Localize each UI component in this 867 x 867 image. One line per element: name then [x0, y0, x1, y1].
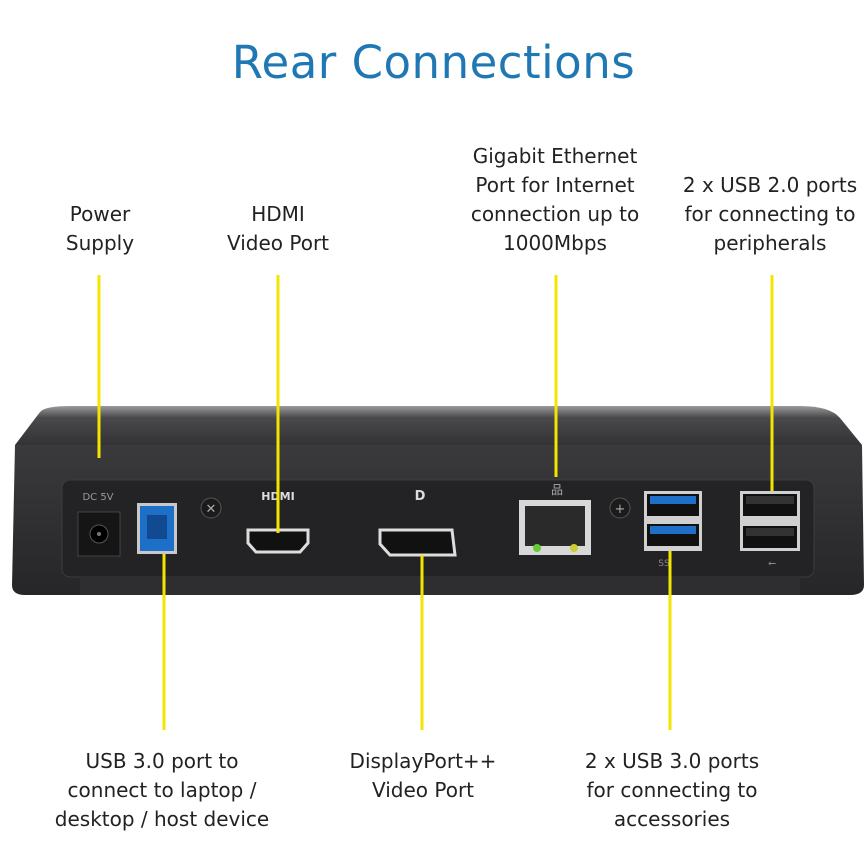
power-jack[interactable]	[77, 511, 121, 557]
label-usb3-accessories: 2 x USB 3.0 ports for connecting to acce…	[585, 747, 759, 834]
label-line: Gigabit Ethernet	[472, 144, 638, 168]
label-line: DisplayPort++	[349, 749, 497, 773]
page-title: Rear Connections	[231, 36, 636, 89]
dc-marking: DC 5V	[82, 492, 113, 503]
usb2-ports[interactable]	[740, 491, 800, 551]
label-line: USB 3.0 port to	[85, 749, 239, 773]
label-hdmi: HDMI Video Port	[227, 200, 329, 258]
label-usb2: 2 x USB 2.0 ports for connecting to peri…	[683, 171, 857, 258]
label-displayport: DisplayPort++ Video Port	[350, 747, 497, 805]
label-power-supply: Power Supply	[66, 200, 134, 258]
network-icon: 品	[551, 483, 563, 497]
displayport-port[interactable]	[378, 528, 457, 557]
label-line: for connecting to	[586, 778, 758, 802]
label-line: accessories	[613, 807, 731, 831]
displayport-icon: D	[415, 489, 426, 504]
label-line: 2 x USB 2.0 ports	[682, 173, 858, 197]
label-line: for connecting to	[684, 202, 856, 226]
usb-icon: ⭠	[768, 558, 776, 569]
hdmi-port[interactable]	[246, 528, 310, 554]
screw-icon: +	[609, 497, 631, 519]
label-line: 1000Mbps	[503, 231, 607, 255]
usb3-accessory-ports[interactable]	[644, 491, 702, 551]
label-line: peripherals	[713, 231, 827, 255]
label-line: connection up to	[470, 202, 640, 226]
label-ethernet: Gigabit Ethernet Port for Internet conne…	[471, 142, 639, 258]
label-line: Power	[69, 202, 131, 226]
screw-icon: ✕	[200, 497, 222, 519]
device-top-surface	[15, 406, 862, 445]
device-base	[80, 577, 800, 595]
label-line: connect to laptop /	[67, 778, 257, 802]
label-line: Video Port	[371, 778, 475, 802]
label-line: Video Port	[226, 231, 330, 255]
svg-text:+: +	[615, 502, 626, 517]
label-line: Port for Internet	[475, 173, 635, 197]
usb3-host-port[interactable]	[137, 503, 177, 554]
label-line: Supply	[65, 231, 135, 255]
label-line: 2 x USB 3.0 ports	[584, 749, 760, 773]
label-line: desktop / host device	[54, 807, 270, 831]
label-line: HDMI	[251, 202, 305, 226]
label-usb3-host: USB 3.0 port to connect to laptop / desk…	[55, 747, 269, 834]
ethernet-port[interactable]	[519, 500, 591, 555]
superspeed-marking: SS	[658, 559, 670, 569]
svg-text:✕: ✕	[206, 502, 217, 517]
